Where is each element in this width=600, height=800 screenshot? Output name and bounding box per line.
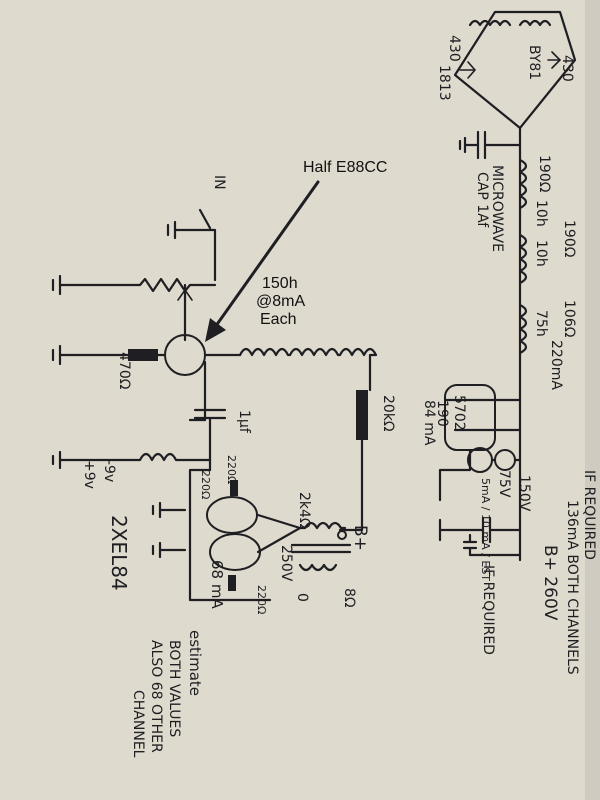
label-diode-by81: BY81 [526, 45, 542, 80]
label-68ma: 68 mA [208, 560, 226, 609]
label-reg-190: 190 [434, 400, 450, 427]
ground-tube-a [151, 501, 187, 519]
resistor-220-a [230, 480, 238, 496]
annotation-choke-1: 150h [262, 275, 298, 292]
label-470: 470Ω [116, 352, 132, 390]
label-if-required-a: IF REQUIRED [581, 470, 597, 560]
label-if-required-b: IF REQUIRED [480, 565, 496, 655]
label-190-mid: 190Ω [561, 220, 577, 258]
label-2xel84: 2XEL84 [107, 515, 131, 591]
annotation-choke-3: Each [260, 311, 296, 328]
label-10h-a: 10h [533, 200, 549, 227]
annotation-choke-2: @8mA [256, 293, 305, 310]
choke-150h-string [238, 347, 378, 392]
label-20k: 20kΩ [380, 395, 396, 432]
choke-75h [518, 303, 528, 355]
label-diode-1813: 1813 [436, 65, 452, 101]
choke-10h-b [518, 233, 528, 285]
label-zener-150: 150V [516, 475, 532, 512]
input-jack [166, 208, 217, 282]
rectifier-bridge [453, 10, 577, 130]
regulator-tube [438, 384, 522, 502]
label-cap-note-2: CAP 1Af [474, 172, 490, 228]
note-line-4: CHANNEL [130, 690, 146, 758]
label-220ma: 220mA [548, 340, 564, 390]
label-220-b: 220Ω [199, 470, 212, 499]
grid-arrow [177, 288, 193, 301]
cathode-bus [188, 468, 272, 602]
note-line-1: estimate [186, 630, 204, 696]
label-75h: 75h [533, 310, 549, 337]
label-bplus: B+ [350, 525, 370, 551]
label-220-a: 220Ω [225, 455, 238, 484]
label-136ma: 136mA BOTH CHANNELS [564, 500, 580, 675]
paper-edge [585, 0, 600, 800]
label-bplus-260: B+ 260V [540, 545, 560, 621]
coupling-capacitor [188, 408, 227, 472]
optional-capacitor [462, 533, 522, 557]
label-zener-note: 5mA / 10 mA / EST [479, 478, 492, 581]
label-250v: 250V [278, 545, 294, 582]
label-430-b: 430 [446, 35, 462, 62]
choke-10h-a [518, 158, 528, 210]
resistor-220-c [228, 575, 236, 591]
bplus-node [337, 530, 347, 540]
label-1uf: 1μf [236, 410, 252, 434]
triode-e88cc [51, 334, 242, 422]
label-5702: 5702 [451, 395, 467, 431]
label-minus-9v: -9v [101, 460, 117, 482]
note-line-3: ALSO 68 OTHER [148, 640, 164, 753]
annotation-arrowhead [205, 318, 226, 342]
ground-tube-b [151, 541, 187, 559]
label-output-8: 8Ω [341, 588, 357, 608]
label-output-0: 0 [294, 593, 310, 602]
grid-resistor [51, 274, 217, 296]
output-capacitor [438, 516, 522, 544]
microwave-capacitor [458, 130, 522, 160]
output-transformer [290, 521, 352, 572]
label-cap-note-1: MICROWAVE [489, 165, 505, 252]
label-10h-b: 10h [533, 240, 549, 267]
bias-supply [51, 450, 212, 470]
note-line-2: BOTH VALUES [166, 640, 182, 737]
label-220-c: 220Ω [255, 585, 268, 614]
annotation-half-tube: Half E88CC [303, 159, 387, 176]
resistor-20k [338, 390, 368, 532]
label-plus-9v: +9v [81, 460, 97, 489]
label-430-a: 430 [559, 55, 575, 82]
label-84ma: 84 mA [421, 400, 437, 446]
label-2k4: 2k4Ω [296, 492, 312, 529]
label-zener-75: 75V [496, 470, 512, 498]
label-106: 106Ω [561, 300, 577, 338]
label-input: IN [211, 175, 227, 190]
annotation-arrow [211, 180, 320, 332]
label-190-top: 190Ω [536, 155, 552, 193]
zener-stack [467, 447, 522, 473]
